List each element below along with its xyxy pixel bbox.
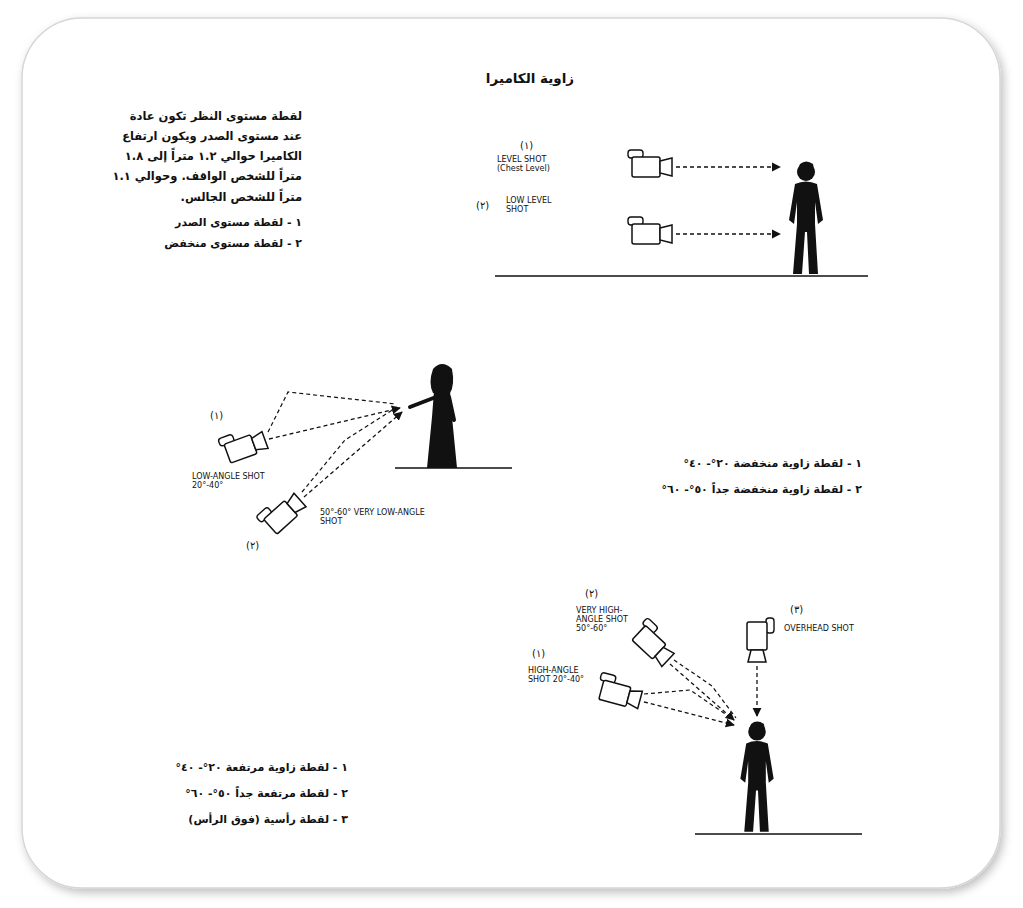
level-shot-figure — [495, 150, 868, 276]
shot-label: LOW-ANGLE SHOT 20°-40° — [192, 472, 266, 490]
legend-item: ١ - لقطة زاوية منخفضة ٢٠°- ٤٠° — [540, 456, 862, 471]
low-angle-figure — [218, 364, 512, 537]
callout-number: (٢) — [476, 200, 506, 212]
sight-arrow — [269, 408, 400, 439]
view-cone — [644, 690, 734, 720]
legend-item: ٢ - لقطة زاوية منخفضة جداً ٥٠°- ٦٠° — [540, 482, 862, 497]
standing-boy — [740, 722, 773, 832]
sight-arrow — [304, 412, 402, 497]
standing-woman — [410, 364, 457, 468]
view-cone — [268, 392, 396, 432]
view-cone — [674, 660, 736, 718]
ground-line — [495, 275, 868, 277]
camera — [628, 217, 672, 244]
diagram-title: زاوية الكاميرا — [330, 70, 730, 86]
sight-arrow — [676, 233, 780, 234]
callout-number: (٣) — [790, 604, 820, 616]
sight-arrow — [756, 666, 757, 716]
camera — [629, 618, 680, 668]
card-frame — [22, 18, 1000, 888]
sight-arrow — [676, 166, 780, 167]
camera — [256, 487, 307, 537]
callout-number: (١) — [520, 140, 550, 152]
callout-number: (٢) — [585, 588, 615, 600]
legend-item: ١ - لقطة مستوى الصدر — [112, 215, 302, 230]
callout-number: (١) — [532, 648, 562, 660]
legend-item: ٣ - لقطة رأسية (فوق الرأس) — [40, 812, 348, 827]
shot-label: OVERHEAD SHOT — [784, 624, 864, 633]
shot-label: 50°-60° VERY LOW-ANGLE SHOT — [320, 508, 430, 526]
shot-label: HIGH-ANGLE SHOT 20°-40° — [528, 666, 588, 684]
standing-man — [789, 162, 823, 275]
callout-number: (١) — [210, 410, 240, 422]
shot-label: LOW LEVEL SHOT — [506, 196, 572, 214]
callout-number: (٢) — [246, 540, 276, 552]
camera — [218, 424, 269, 464]
high-angle-figure — [595, 618, 862, 834]
camera — [747, 618, 774, 662]
description-text: لقطة مستوى النظر تكون عادة عند مستوى الص… — [112, 106, 302, 207]
camera — [595, 672, 644, 709]
ground-line — [695, 833, 862, 835]
shot-label: VERY HIGH-ANGLE SHOT 50°-60° — [576, 606, 634, 634]
view-cone — [302, 407, 397, 492]
shot-label: LEVEL SHOT (Chest Level) — [497, 155, 563, 173]
legend-item: ٢ - لقطة مستوى منخفض — [112, 236, 302, 251]
sight-arrow — [670, 664, 734, 720]
legend-item: ١ - لقطة زاوية مرتفعة ٢٠°- ٤٠° — [40, 760, 348, 775]
legend-item: ٢ - لقطة مرتفعة جداً ٥٠°- ٦٠° — [40, 786, 348, 801]
camera — [628, 150, 672, 177]
sight-arrow — [644, 702, 734, 725]
